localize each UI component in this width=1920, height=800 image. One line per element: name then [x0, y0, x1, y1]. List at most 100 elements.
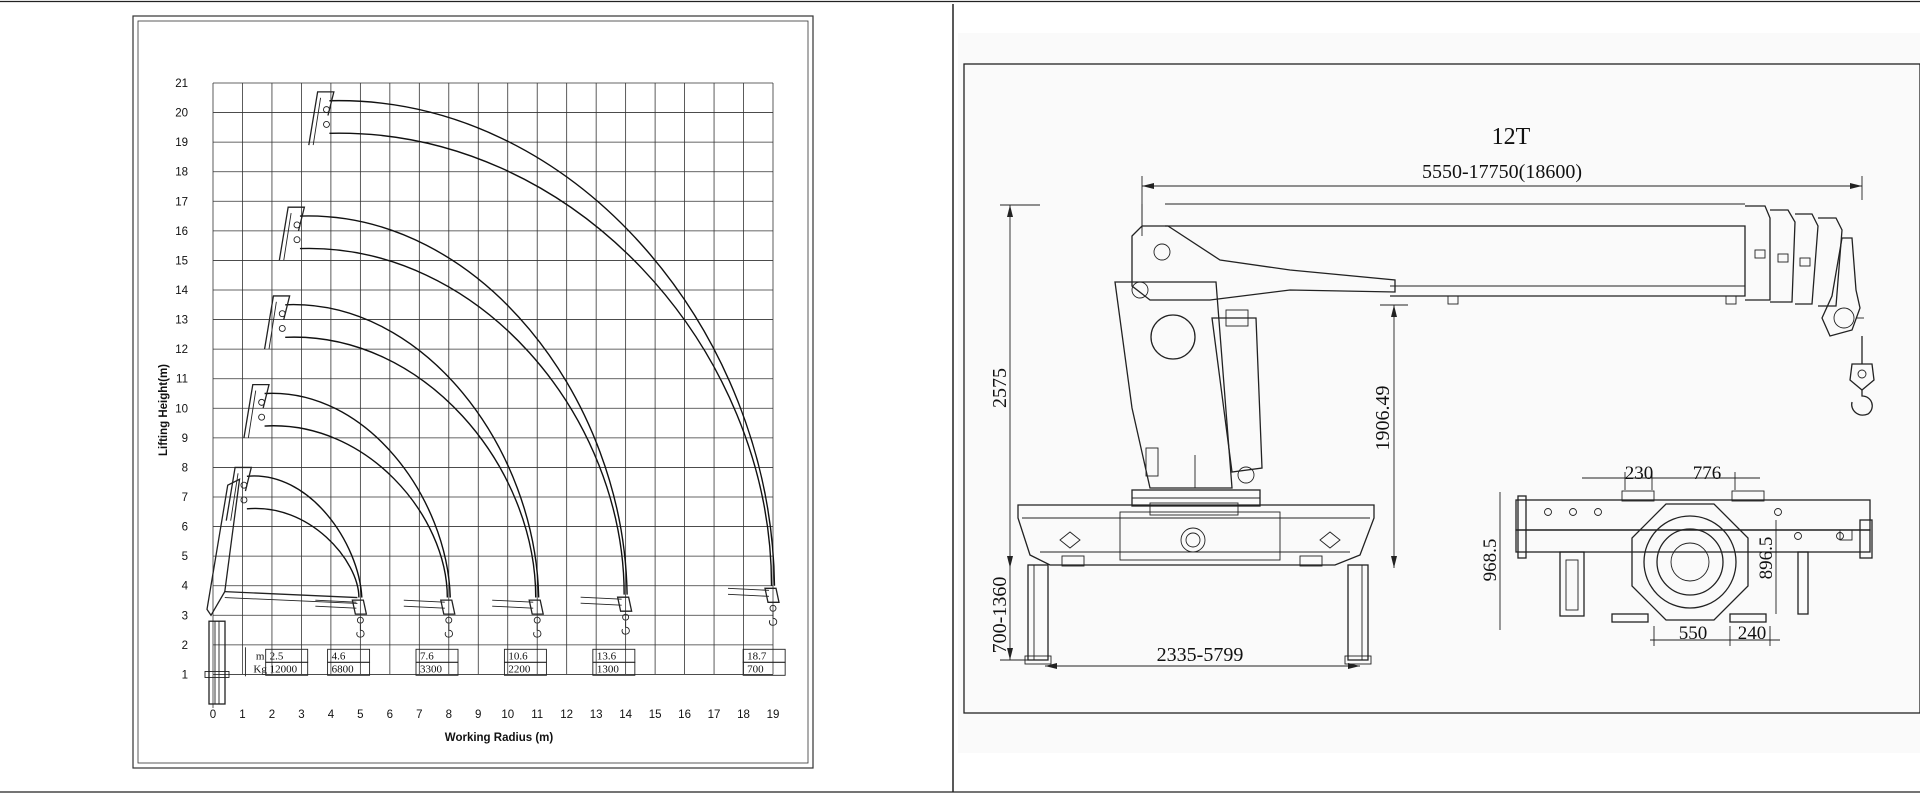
hook — [356, 624, 365, 638]
hook-head — [616, 596, 633, 612]
boom-tip-line — [230, 473, 239, 521]
dim-overall-height-label: 2575 — [989, 368, 1011, 408]
load-radius-value: 7.6 — [420, 650, 434, 662]
load-radius-value: 4.6 — [332, 650, 346, 662]
y-tick-label: 3 — [182, 610, 188, 622]
ground-boom-line — [580, 596, 622, 600]
drawing-title: 12T — [1492, 124, 1531, 150]
y-tick-label: 15 — [175, 255, 188, 267]
drawing-frame — [963, 63, 1920, 714]
dim-240-label: 240 — [1738, 623, 1767, 644]
y-tick-label: 19 — [175, 137, 188, 149]
x-tick-label: 6 — [387, 709, 393, 721]
dim-boom-length: 5550-17750(18600) — [1141, 161, 1863, 228]
x-tick-label: 11 — [531, 709, 543, 721]
ground-boom-line — [727, 593, 770, 597]
lift-curve-line — [329, 100, 776, 586]
y-tick-label: 16 — [175, 226, 188, 238]
hook-block — [293, 236, 301, 244]
hook-block — [323, 120, 330, 128]
dim-outrigger-span-label: 2335-5799 — [1157, 644, 1244, 666]
chart-outer-frame — [132, 15, 814, 769]
y-tick-label: 1 — [182, 669, 188, 681]
y-tick-label: 21 — [175, 78, 188, 90]
y-tick-label: 2 — [182, 640, 188, 652]
load-radius-value: 18.7 — [747, 650, 767, 662]
x-tick-label: 18 — [737, 709, 750, 721]
load-table-cell — [742, 661, 786, 676]
load-table-cell — [503, 661, 547, 676]
dim-outrigger-height: 700-1360 — [989, 568, 1040, 661]
x-axis-label: Working Radius (m) — [445, 732, 554, 744]
hook-block — [258, 413, 266, 421]
x-tick-label: 19 — [767, 709, 780, 721]
y-tick-label: 14 — [175, 285, 188, 297]
dim-776-label: 776 — [1693, 463, 1722, 484]
hook-block — [533, 616, 541, 624]
hook-head — [439, 599, 456, 615]
dim-968-label: 968.5 — [1480, 539, 1501, 582]
hook-block — [356, 616, 364, 624]
hook-block — [622, 613, 630, 621]
lift-curve-line — [299, 215, 628, 595]
x-tick-label: 15 — [649, 709, 662, 721]
hook-head — [351, 599, 368, 615]
y-tick-label: 11 — [176, 374, 188, 386]
ground-boom-line — [403, 605, 445, 609]
hook-block — [240, 496, 248, 504]
dim-column-height: 1906.49 — [1372, 304, 1408, 568]
load-table: mKg2.5120004.668007.6330010.6220013.6130… — [244, 647, 786, 677]
hook-block — [240, 481, 248, 489]
x-tick-label: 5 — [357, 709, 363, 721]
hook-block — [445, 616, 453, 624]
ground-boom-line — [315, 599, 357, 603]
boom-tip-head — [308, 91, 335, 146]
ground-boom-line — [315, 605, 357, 609]
load-table-row-label: m — [256, 650, 265, 662]
hook — [444, 624, 453, 638]
x-tick-label: 17 — [708, 709, 721, 721]
dim-outrigger-span: 2335-5799 — [1045, 644, 1360, 669]
base-plan-view: 230 776 — [1480, 463, 1873, 646]
x-tick-label: 3 — [298, 709, 304, 721]
y-tick-label: 4 — [182, 581, 189, 593]
y-tick-label: 17 — [175, 196, 188, 208]
hook-block — [769, 604, 777, 612]
load-radius-value: 10.6 — [508, 650, 528, 662]
x-tick-label: 12 — [560, 709, 573, 721]
ground-boom-line — [492, 605, 534, 609]
boom-curve-5 — [308, 91, 780, 626]
boom-tip-line — [268, 301, 277, 350]
column-plate — [204, 671, 230, 678]
lift-curve-line — [285, 336, 537, 598]
folded-boom — [224, 590, 358, 599]
boom-tip-line — [283, 213, 292, 261]
chart-curves — [225, 91, 780, 638]
boom-curve-2 — [243, 383, 456, 638]
y-tick-label: 5 — [182, 551, 188, 563]
y-tick-label: 13 — [175, 315, 188, 327]
ground-boom-line — [580, 602, 622, 606]
hook-head — [764, 587, 780, 603]
y-tick-label: 8 — [182, 462, 188, 474]
load-kg-value: 6800 — [332, 663, 355, 675]
boom-tip-head — [278, 206, 306, 261]
hook-head — [528, 599, 545, 615]
y-tick-label: 9 — [182, 433, 188, 445]
lift-curve-line — [246, 475, 363, 598]
column-base — [208, 620, 226, 705]
x-tick-label: 1 — [239, 709, 245, 721]
hook-block — [293, 221, 301, 229]
y-tick-label: 18 — [175, 167, 188, 179]
x-tick-label: 4 — [328, 709, 335, 721]
load-table-cell — [415, 661, 459, 676]
dim-boom-length-label: 5550-17750(18600) — [1422, 161, 1582, 183]
y-tick-label: 6 — [182, 522, 188, 534]
boom-curve-3 — [263, 295, 545, 638]
x-tick-label: 10 — [501, 709, 514, 721]
load-kg-value: 1300 — [597, 663, 620, 675]
load-kg-value: 700 — [747, 663, 764, 675]
boom-tip-line — [247, 390, 257, 438]
